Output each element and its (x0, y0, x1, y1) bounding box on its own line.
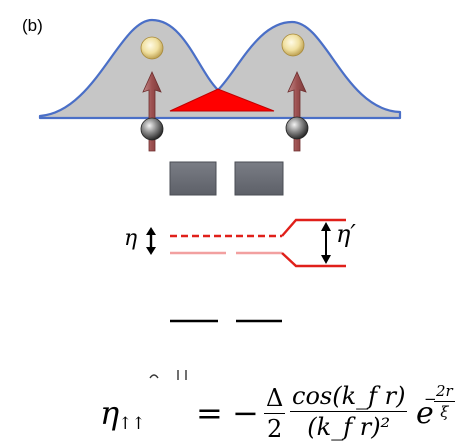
formula-minus: − (232, 394, 259, 432)
exponent-minus: − (424, 390, 437, 408)
eta-double-arrow (146, 227, 156, 255)
right-gate-block (234, 161, 284, 196)
exponent-denominator: ξ (440, 403, 449, 421)
frac2-numerator: cos(k_f r) (290, 382, 408, 412)
formula-fraction-delta: Δ 2 (264, 384, 286, 443)
formula-equals: = (196, 394, 223, 432)
exponent-numerator: 2r (434, 382, 455, 402)
eta-prime-label: η′ (336, 220, 356, 248)
formula-exponent: − 2r ξ (424, 382, 455, 421)
formula-fraction-cos: cos(k_f r) (k_f r)² (290, 382, 408, 441)
energy-levels (170, 218, 346, 268)
formula-lhs: η↑↑ (100, 394, 146, 434)
left-gate-block (169, 161, 217, 196)
formula-exponential-base: e (416, 396, 434, 431)
exchange-formula: η↑↑ = − Δ 2 cos(k_f r) (k_f r)² e − 2r ξ (100, 380, 462, 446)
panel-label: (b) (22, 16, 43, 35)
eta-label: η (124, 226, 138, 251)
cropped-text-fragment (148, 368, 198, 386)
eta-prime-double-arrow (321, 222, 331, 264)
left-spin-arrow (140, 71, 164, 152)
frac1-denominator: 2 (267, 415, 283, 443)
frac1-numerator: Δ (264, 384, 286, 414)
overlap-region (169, 88, 275, 112)
gaussian-envelope (38, 18, 402, 120)
right-spin-arrow (285, 71, 309, 152)
right-particle (281, 33, 305, 57)
formula-lhs-subscript: ↑↑ (118, 414, 145, 434)
frac2-denominator: (k_f r)² (307, 413, 391, 441)
left-particle (140, 36, 164, 60)
